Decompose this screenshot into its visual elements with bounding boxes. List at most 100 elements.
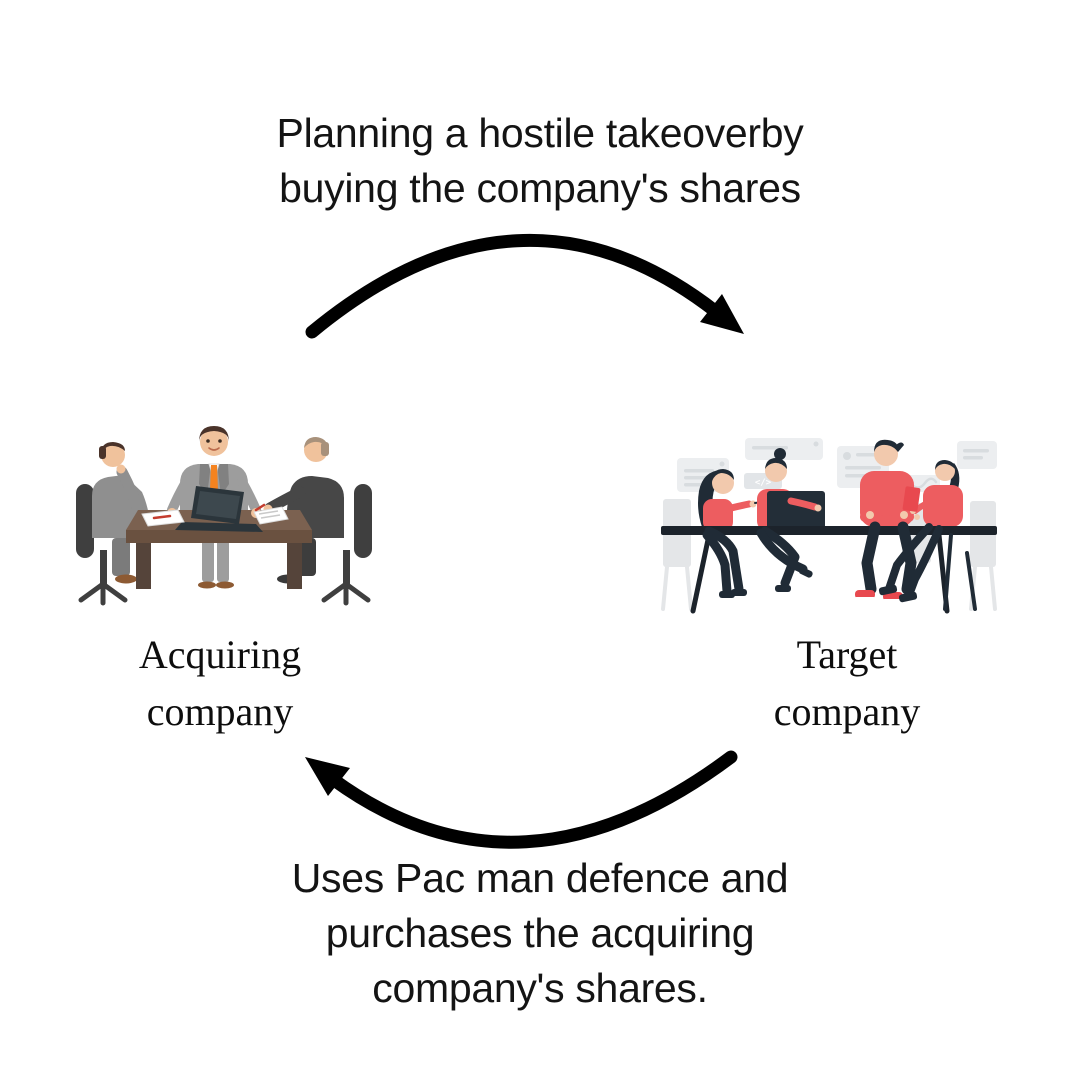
hair-cap xyxy=(935,460,955,470)
acquiring-company-illustration xyxy=(60,398,390,618)
leg xyxy=(202,538,214,582)
shoe xyxy=(115,574,137,584)
hair-cap xyxy=(765,458,787,469)
arm xyxy=(167,477,191,515)
eye xyxy=(206,439,210,443)
table-leg xyxy=(287,543,302,589)
laptop-screen-inner xyxy=(196,491,240,519)
hair-back xyxy=(321,442,329,456)
notebook-icon xyxy=(253,503,289,525)
team-member-2-arm xyxy=(787,497,819,511)
team-member-4 xyxy=(902,460,963,527)
hair-icon xyxy=(101,442,125,454)
team-member-3 xyxy=(860,439,914,527)
sneaker-icon xyxy=(883,592,903,601)
sneaker-icon xyxy=(855,590,875,599)
table-top xyxy=(661,526,997,535)
torso xyxy=(923,485,963,527)
pen-icon xyxy=(152,514,172,520)
top-arrow-curve xyxy=(305,233,722,339)
arm xyxy=(237,477,261,515)
hand xyxy=(914,514,920,520)
businessmen-meeting-graphic xyxy=(76,426,372,606)
leg xyxy=(112,538,130,576)
shoe xyxy=(775,585,791,592)
target-company-label: Target company xyxy=(697,626,997,740)
document-icon xyxy=(141,509,185,527)
top-arrow xyxy=(305,233,744,339)
tablet-icon xyxy=(902,486,921,512)
notebook-paper xyxy=(253,506,289,525)
team-member-2-legs xyxy=(756,526,813,592)
target-label-line1: Target xyxy=(796,632,898,677)
pen-icon xyxy=(254,503,266,512)
arm xyxy=(723,500,753,513)
hair-bun xyxy=(774,448,786,460)
bottom-arrow-head xyxy=(305,757,350,796)
bottom-caption-line1: Uses Pac man defence and xyxy=(291,855,789,901)
chair-dark-legs xyxy=(943,533,977,611)
shoe xyxy=(216,581,234,589)
eye xyxy=(218,439,222,443)
code-symbol: </> xyxy=(755,478,772,488)
acquiring-label-line2: company xyxy=(146,689,294,734)
hand xyxy=(900,511,908,519)
office-chair-right xyxy=(321,484,372,606)
notebook-lines xyxy=(258,510,281,519)
smile xyxy=(208,447,220,451)
bottom-caption-line3: company's shares. xyxy=(372,965,708,1011)
chat-card xyxy=(745,438,823,460)
acquiring-label-line1: Acquiring xyxy=(138,632,302,677)
hair-back xyxy=(99,446,106,459)
head xyxy=(101,443,125,467)
office-chair-left xyxy=(76,484,128,606)
acquiring-company-label: Acquiring company xyxy=(70,626,370,740)
hair-icon xyxy=(199,426,229,442)
team-member-2-hand xyxy=(814,504,822,512)
table-leg xyxy=(136,543,151,589)
laptop-icon xyxy=(767,491,825,529)
table-apron xyxy=(126,530,312,543)
shoe xyxy=(798,567,813,578)
chat-card xyxy=(957,441,997,469)
bottom-caption: Uses Pac man defence and purchases the a… xyxy=(0,851,1080,1016)
sneaker-sole xyxy=(855,597,875,600)
laptop-base xyxy=(175,522,263,532)
head xyxy=(200,428,228,456)
hair-icon xyxy=(874,439,899,452)
lapel xyxy=(217,464,229,496)
hand xyxy=(866,511,874,519)
sneaker-sole xyxy=(883,599,903,602)
hair-cap xyxy=(712,469,734,481)
bottom-arrow-curve xyxy=(327,750,738,849)
team-member-1-legs xyxy=(702,526,747,598)
torso xyxy=(860,471,914,527)
chair-left xyxy=(661,499,693,611)
top-caption-line1: Planning a hostile takeoverby xyxy=(276,110,804,156)
team-member-4-legs xyxy=(878,523,977,611)
top-caption-line2: buying the company's shares xyxy=(279,165,801,211)
laptop-icon xyxy=(175,486,263,532)
top-arrow-head xyxy=(700,294,744,334)
leg xyxy=(217,538,229,582)
arm xyxy=(264,486,306,514)
target-company-illustration: </> xyxy=(657,425,1002,617)
hair-icon xyxy=(304,437,328,448)
table-leg xyxy=(690,532,712,614)
head xyxy=(712,472,734,494)
bottom-arrow xyxy=(305,750,738,849)
head xyxy=(874,442,898,466)
team-meeting-graphic: </> xyxy=(661,438,997,614)
hand xyxy=(116,464,126,474)
boot xyxy=(898,591,918,603)
hair-quiff xyxy=(896,442,904,452)
bottom-caption-line2: purchases the acquiring xyxy=(325,910,755,956)
boot xyxy=(878,584,898,596)
shoe xyxy=(198,581,216,589)
head xyxy=(935,461,955,481)
top-caption: Planning a hostile takeoverby buying the… xyxy=(0,106,1080,216)
target-label-line2: company xyxy=(773,689,921,734)
head xyxy=(765,460,787,482)
team-member-3-legs xyxy=(855,521,917,602)
